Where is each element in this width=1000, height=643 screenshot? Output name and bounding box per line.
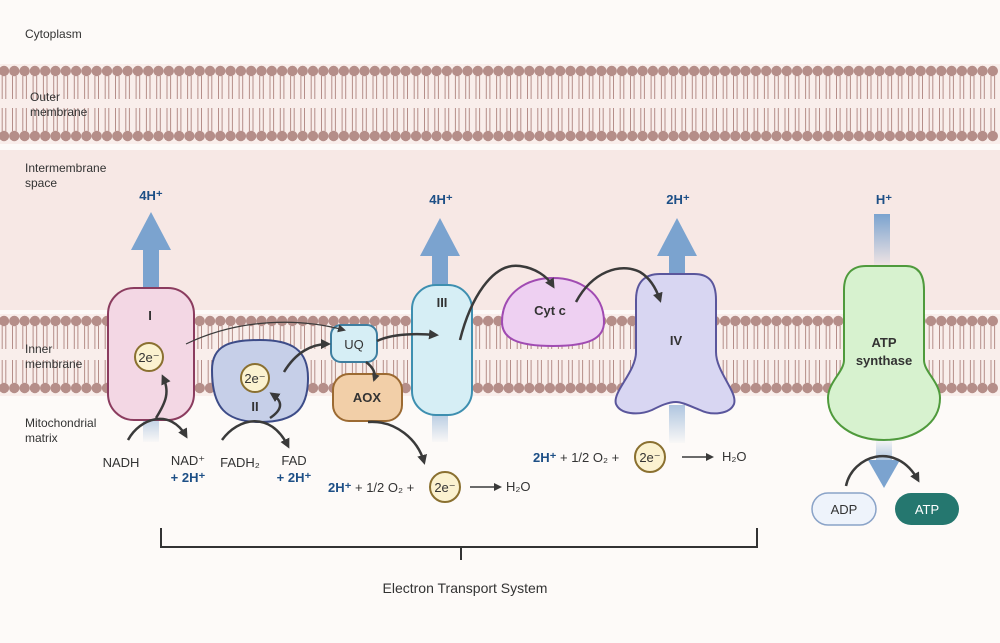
- adp-label: ADP: [831, 502, 858, 517]
- nadh-electron-arrow: [154, 374, 171, 419]
- electron-badge-aox: 2e⁻: [429, 471, 461, 503]
- proton-label-complex-iv: 2H⁺: [666, 192, 690, 207]
- proton-arrow-atp-synthase: [868, 460, 900, 488]
- uq-to-aox-arrow: [365, 361, 380, 382]
- aox-reaction-protons: 2H⁺: [328, 480, 352, 495]
- proton-label-complex-i: 4H⁺: [139, 188, 163, 203]
- cytc-to-complex-iv-arrow: [574, 267, 663, 303]
- uq-to-complex-iii-arrow: [376, 329, 439, 343]
- fadh2-label: FADH₂: [220, 455, 260, 470]
- nadh-arrow: [126, 417, 188, 441]
- label-cytoplasm: Cytoplasm: [25, 27, 82, 41]
- atp-synthase-label-1: ATP: [871, 335, 896, 350]
- label-matrix-2: matrix: [25, 431, 58, 445]
- electron-transport-bracket: [160, 528, 758, 560]
- electron-badge-complex-i: 2e⁻: [134, 342, 164, 372]
- electron-badge-complex-iv: 2e⁻: [634, 441, 666, 473]
- svg-text:2e⁻: 2e⁻: [639, 450, 660, 465]
- aox-to-reaction-arrow: [367, 420, 427, 465]
- atp-pill: [895, 493, 959, 525]
- label-inner-membrane-2: membrane: [25, 357, 83, 371]
- proton-arrow-complex-iii: [420, 218, 460, 290]
- proton-channel-atp-synthase: [874, 214, 890, 266]
- cytochrome-c: [500, 276, 606, 348]
- complex-iv-reaction-product: H₂O: [722, 449, 747, 464]
- complex-iii-to-cytc-arrow: [458, 264, 555, 341]
- adp-pill: [811, 492, 877, 526]
- label-outer-membrane-2: membrane: [30, 105, 88, 119]
- proton-arrow-complex-iv: [657, 218, 697, 278]
- label-inner-membrane-1: Inner: [25, 342, 52, 356]
- fadh2-arrow: [220, 420, 290, 449]
- proton-label-atp-synthase: H⁺: [876, 192, 892, 207]
- atp-synthase: [826, 265, 942, 442]
- intermembrane-space-band: [0, 150, 1000, 310]
- complex-ii-label: II: [251, 399, 258, 414]
- electron-transport-system-label: Electron Transport System: [383, 580, 548, 596]
- proton-arrow-complex-i: [131, 212, 171, 292]
- aox-label: AOX: [353, 390, 382, 405]
- nadh-label: NADH: [103, 455, 140, 470]
- atp-synthase-label-2: synthase: [856, 353, 912, 368]
- complex-iv-reaction-protons: 2H⁺: [533, 450, 557, 465]
- nad-protons-label: + 2H⁺: [171, 470, 206, 485]
- complex-iv-reaction-text: + 1/2 O₂ +: [560, 450, 619, 465]
- proton-label-complex-iii: 4H⁺: [429, 192, 453, 207]
- aox-reaction-text: + 1/2 O₂ +: [355, 480, 414, 495]
- complex-iv-label: IV: [670, 333, 683, 348]
- electron-badge-complex-ii: 2e⁻: [240, 363, 270, 393]
- ubiquinone-label: UQ: [344, 337, 364, 352]
- channel-complex-iv-matrix: [669, 405, 685, 443]
- cytochrome-c-label: Cyt c: [534, 303, 566, 318]
- fad-label: FAD: [281, 453, 306, 468]
- fad-protons-label: + 2H⁺: [277, 470, 312, 485]
- label-matrix-1: Mitochondrial: [25, 416, 96, 430]
- complex-iv: [614, 273, 736, 415]
- atp-label: ATP: [915, 502, 939, 517]
- proton-flow-atp-synthase: [876, 440, 892, 464]
- complex-i-label: I: [148, 308, 152, 323]
- channel-complex-iii-matrix: [432, 410, 448, 442]
- complex-ii-to-uq-arrow: [282, 339, 331, 373]
- complex-i-to-uq-arrow: [185, 321, 346, 345]
- label-intermembrane-1: Intermembrane: [25, 161, 107, 175]
- adp-to-atp-arrow: [844, 454, 920, 487]
- svg-text:2e⁻: 2e⁻: [138, 350, 159, 365]
- alternative-oxidase: [332, 373, 403, 422]
- svg-text:2e⁻: 2e⁻: [244, 371, 265, 386]
- label-outer-membrane-1: Outer: [30, 90, 60, 104]
- aox-reaction-product: H₂O: [506, 479, 531, 494]
- outer-membrane: [0, 65, 998, 142]
- fadh2-electron-arrow: [269, 392, 282, 420]
- svg-text:2e⁻: 2e⁻: [434, 480, 455, 495]
- ubiquinone: [330, 324, 378, 363]
- complex-iii: [411, 284, 473, 416]
- reaction-arrows: [126, 264, 920, 487]
- complex-iii-label: III: [437, 295, 448, 310]
- label-intermembrane-2: space: [25, 176, 57, 190]
- nad-plus-label: NAD⁺: [171, 453, 205, 468]
